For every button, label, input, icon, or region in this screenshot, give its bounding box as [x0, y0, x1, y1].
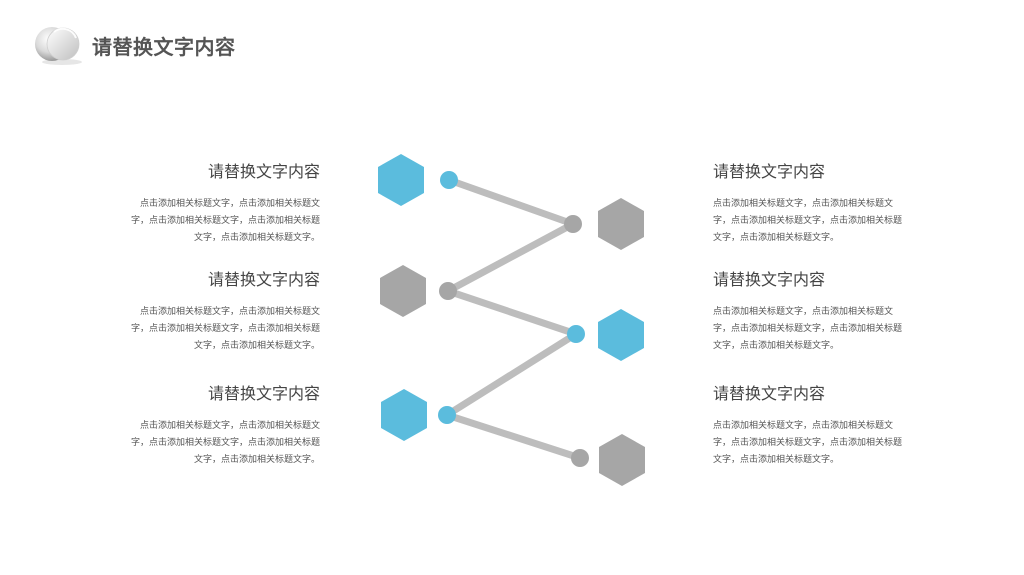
hexagon-1 [378, 154, 424, 206]
node-dot-2 [564, 215, 582, 233]
hexagons [378, 154, 645, 486]
block-body: 点击添加相关标题文字，点击添加相关标题文字，点击添加相关标题文字，点击添加相关标… [130, 199, 320, 243]
node-dot-5 [438, 406, 456, 424]
block-body: 点击添加相关标题文字，点击添加相关标题文字，点击添加相关标题文字，点击添加相关标… [713, 421, 903, 465]
node-dot-6 [571, 449, 589, 467]
text-block-left-1: 请替换文字内容 点击添加相关标题文字，点击添加相关标题文字，点击添加相关标题文字… [130, 158, 320, 247]
block-body: 点击添加相关标题文字，点击添加相关标题文字，点击添加相关标题文字，点击添加相关标… [130, 307, 320, 351]
block-body: 点击添加相关标题文字，点击添加相关标题文字，点击添加相关标题文字，点击添加相关标… [713, 199, 903, 243]
page-title: 请替换文字内容 [92, 35, 236, 59]
connector-line-2 [444, 220, 577, 295]
text-block-left-2: 请替换文字内容 点击添加相关标题文字，点击添加相关标题文字，点击添加相关标题文字… [130, 266, 320, 355]
connector-nodes [438, 171, 589, 467]
node-dot-3 [439, 282, 457, 300]
hexagon-2 [598, 198, 644, 250]
connector-line-4 [443, 330, 580, 419]
node-dot-4 [567, 325, 585, 343]
text-block-right-3: 请替换文字内容 点击添加相关标题文字，点击添加相关标题文字，点击添加相关标题文字… [713, 380, 903, 469]
text-block-right-2: 请替换文字内容 点击添加相关标题文字，点击添加相关标题文字，点击添加相关标题文字… [713, 266, 903, 355]
block-heading: 请替换文字内容 [207, 384, 320, 403]
connector-line-3 [444, 287, 580, 338]
hexagon-5 [381, 389, 427, 441]
connector-line-5 [443, 411, 584, 462]
logo-icon [35, 27, 82, 65]
connector-line-1 [445, 176, 577, 228]
hexagon-3 [380, 265, 426, 317]
text-block-right-1: 请替换文字内容 点击添加相关标题文字，点击添加相关标题文字，点击添加相关标题文字… [713, 158, 903, 247]
block-heading: 请替换文字内容 [713, 384, 826, 403]
block-body: 点击添加相关标题文字，点击添加相关标题文字，点击添加相关标题文字，点击添加相关标… [130, 421, 320, 465]
block-heading: 请替换文字内容 [713, 162, 826, 181]
block-body: 点击添加相关标题文字，点击添加相关标题文字，点击添加相关标题文字，点击添加相关标… [713, 307, 903, 351]
hexagon-4 [598, 309, 644, 361]
block-heading: 请替换文字内容 [713, 270, 826, 289]
connector-lines [443, 176, 584, 462]
node-dot-1 [440, 171, 458, 189]
text-block-left-3: 请替换文字内容 点击添加相关标题文字，点击添加相关标题文字，点击添加相关标题文字… [130, 380, 320, 469]
hexagon-6 [599, 434, 645, 486]
block-heading: 请替换文字内容 [207, 162, 320, 181]
block-heading: 请替换文字内容 [207, 270, 320, 289]
